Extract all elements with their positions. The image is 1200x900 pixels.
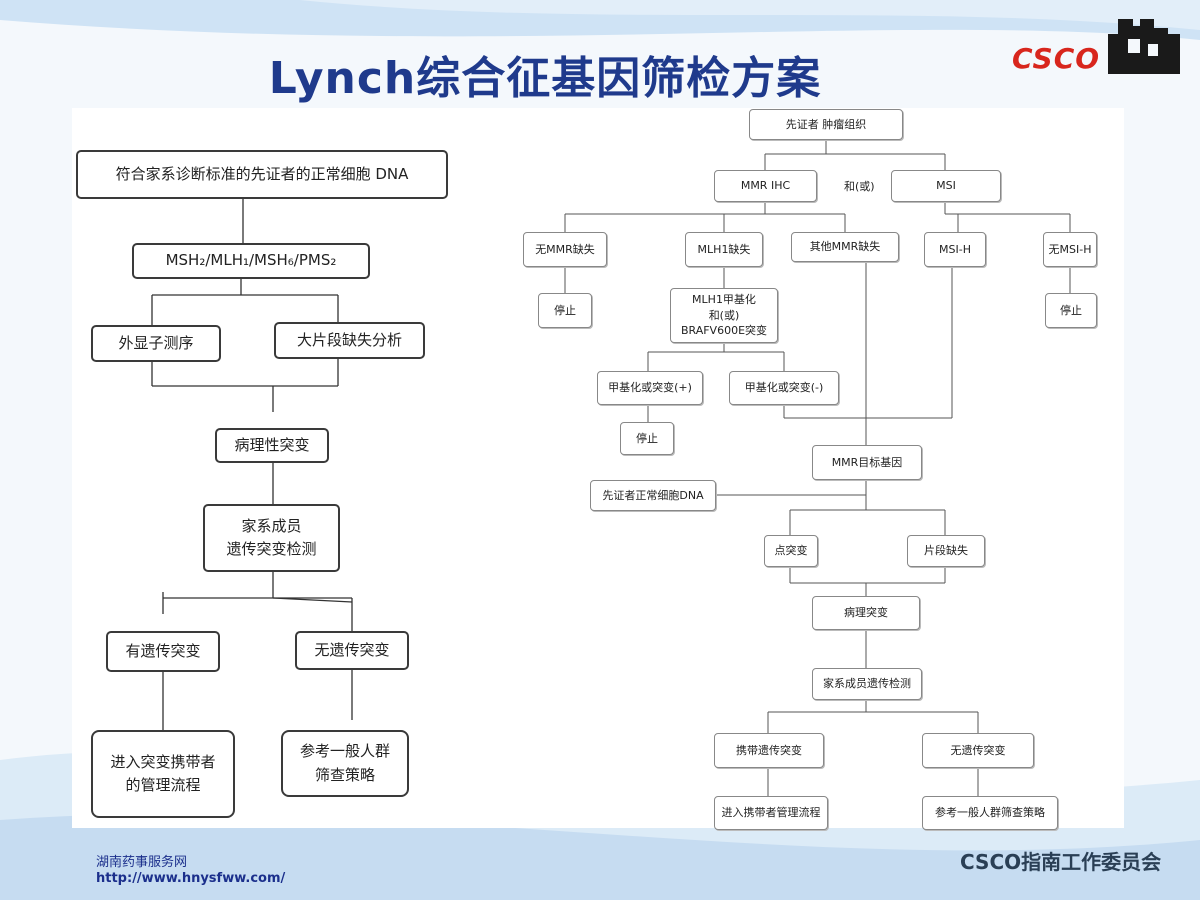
mlh1-loss-box: MLH1缺失 xyxy=(685,232,763,267)
stop-box-3: 停止 xyxy=(620,422,674,455)
carrier-mutation-box: 携带遗传突变 xyxy=(714,733,824,768)
mmr-ihc-box: MMR IHC xyxy=(714,170,817,202)
msi-h-box: MSI-H xyxy=(924,232,986,267)
exon-seq-box: 外显子测序 xyxy=(91,325,221,362)
source-url-link[interactable]: http://www.hnysfww.com/ xyxy=(96,871,286,887)
csco-logo-icon xyxy=(1108,19,1180,74)
genes-box: MSH₂/MLH₁/MSH₆/PMS₂ xyxy=(132,243,370,279)
and-or-label: 和(或) xyxy=(844,180,875,193)
source-credit: 湖南药事服务网 http://www.hnysfww.com/ xyxy=(96,855,285,888)
large-deletion-box: 大片段缺失分析 xyxy=(274,322,425,359)
carrier-flow-box: 进入突变携带者 的管理流程 xyxy=(91,730,235,818)
methyl-positive-box: 甲基化或突变(+) xyxy=(597,371,703,405)
point-mutation-box: 点突变 xyxy=(764,535,818,567)
pathogenic-mutation-box: 病理突变 xyxy=(812,596,920,630)
no-carrier-box: 无遗传突变 xyxy=(922,733,1034,768)
proband-dna-box: 符合家系诊断标准的先证者的正常细胞 DNA xyxy=(76,150,448,199)
stop-box-1: 停止 xyxy=(538,293,592,328)
pathogenic-box: 病理性突变 xyxy=(215,428,329,463)
page-title: Lynch综合征基因筛检方案 xyxy=(268,53,822,104)
diagram-panel xyxy=(72,108,1124,828)
logo-text: CSCO xyxy=(1012,42,1101,75)
source-name: 湖南药事服务网 xyxy=(96,855,188,870)
mlh1-methyl-box: MLH1甲基化 和(或) BRAFV600E突变 xyxy=(670,288,778,343)
other-mmr-loss-box: 其他MMR缺失 xyxy=(791,232,899,262)
general-population-box: 参考一般人群筛查策略 xyxy=(922,796,1058,830)
has-mutation-box: 有遗传突变 xyxy=(106,631,220,672)
mmr-target-box: MMR目标基因 xyxy=(812,445,922,480)
tumor-box: 先证者 肿瘤组织 xyxy=(749,109,903,140)
no-msi-h-box: 无MSI-H xyxy=(1043,232,1097,267)
methyl-negative-box: 甲基化或突变(-) xyxy=(729,371,839,405)
family-test-box: 家系成员 遗传突变检测 xyxy=(203,504,340,572)
family-genetic-test-box: 家系成员遗传检测 xyxy=(812,668,922,700)
carrier-management-box: 进入携带者管理流程 xyxy=(714,796,828,830)
proband-normal-dna-box: 先证者正常细胞DNA xyxy=(590,480,716,511)
no-mutation-box: 无遗传突变 xyxy=(295,631,409,670)
fragment-deletion-box: 片段缺失 xyxy=(907,535,985,567)
committee-label: CSCO指南工作委员会 xyxy=(960,850,1162,874)
stop-box-2: 停止 xyxy=(1045,293,1097,328)
msi-box: MSI xyxy=(891,170,1001,202)
general-screen-box: 参考一般人群 筛查策略 xyxy=(281,730,409,797)
no-mmr-loss-box: 无MMR缺失 xyxy=(523,232,607,267)
